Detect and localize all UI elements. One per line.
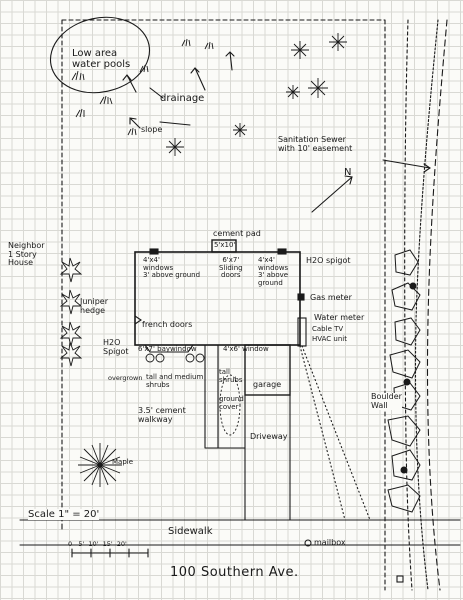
drainage-arrow-2 [149,87,164,99]
gas-meter-label: Gas meter [310,293,352,302]
road-edge-outer [426,19,448,591]
drainage-arrow-3 [190,67,206,91]
h2o-spigot-right-label: H2O spigot [306,256,351,265]
north-arrow [311,175,353,213]
mailbox-label: mailbox [314,538,346,547]
low-area-outline [49,16,151,94]
walkway-lines [204,344,246,449]
french-doors-mark [134,315,142,325]
driveway-lines [244,394,291,521]
maple-tree [78,443,122,487]
juniper-label: Juniper hedge [80,297,109,315]
window-top-left [149,248,159,255]
hvac-label: HVAC unit [312,335,347,343]
slope-arrow-5 [129,117,141,129]
ground-cover-label: ground cover [219,395,244,411]
trees [78,33,347,487]
corner-marker [396,575,404,583]
slope-label: slope [141,125,163,134]
garage-outline [244,344,291,396]
juniper-hedge [59,257,83,367]
cement-walkway-label: 3.5' cement walkway [138,406,186,424]
garage-label: garage [253,380,282,389]
cement-pad-label: cement pad [213,229,261,238]
cement-pad-shape [211,239,237,253]
sanitation-arrow [382,159,431,173]
french-doors-label: french doors [142,320,193,329]
grass-tufts [71,38,214,136]
front-shrubs [145,353,241,436]
low-area-label: Low area water pools [72,48,131,70]
tall-shrubs-label: tall shrubs [219,368,243,384]
driveway-label: Driveway [250,432,288,441]
drainage-arrow-4 [225,51,235,71]
window-4x6-label: 4'x6' window [223,345,269,353]
drainage-arrow-1 [122,74,137,93]
scale-bar [71,548,149,558]
sanitation-label: Sanitation Sewer with 10' easement [278,135,353,153]
window-left-label: 4'x4' windows 3' above ground [143,256,201,279]
utility-dotted-line-2 [299,345,346,521]
neighbor-label: Neighbor 1 Story House [8,241,45,267]
drainage-arrow-5 [159,121,191,126]
street-label: 100 Southern Ave. [170,565,299,580]
h2o-spigot-left-label: H2O Spigot [103,338,129,356]
overgrown-label: overgrown [108,374,143,382]
mailbox-shape [304,539,312,547]
bay-window-label: 6'x7' baywindow [138,345,197,353]
shrubs-label: tall and medium shrubs [146,373,204,389]
water-meter-label: Water meter [314,313,365,322]
scale-ticks-label: 0 5' 10' 15' 20' [68,540,127,548]
sidewalk-label: Sidewalk [168,526,213,537]
maple-label: Maple [112,458,134,466]
road-edge-inner [414,19,439,591]
window-right-label: 4'x4' windows 3' above ground [258,256,289,287]
sliding-doors-label: 6'x7' Sliding doors [219,256,243,279]
sidewalk-lines [19,519,461,546]
property-line [61,19,386,591]
sewer-line [404,19,413,591]
boulder-wall-label: Boulder Wall [371,392,402,410]
boulder-wall [387,249,421,513]
cable-tv-label: Cable TV [312,325,344,333]
scale-label: Scale 1" = 20' [28,509,100,520]
utility-dotted-line [301,345,371,521]
north-label: N [344,167,352,178]
pad-size-label: 5'x10' [214,241,236,249]
bay-window-shape [144,344,194,353]
gas-meter-shape [297,293,305,301]
drainage-label: drainage [160,93,205,104]
window-top-right [277,248,287,255]
